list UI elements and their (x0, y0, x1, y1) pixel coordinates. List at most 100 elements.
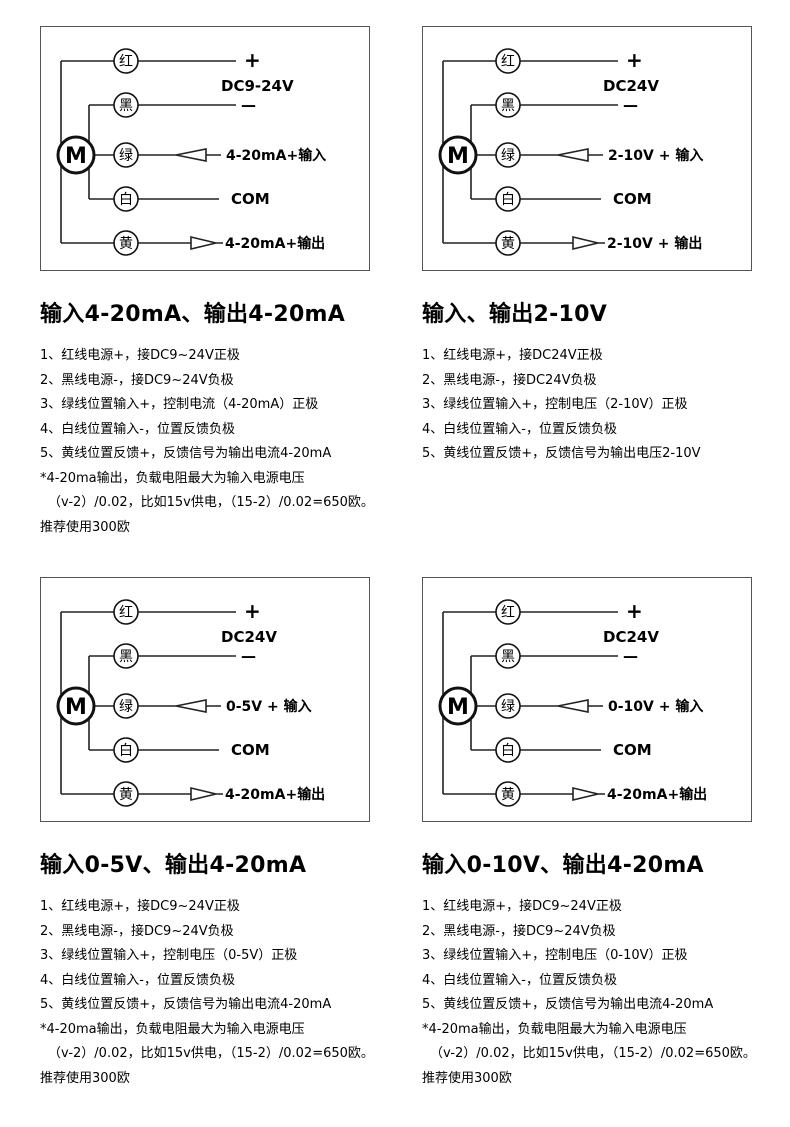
note-line: 4、白线位置输入-，位置反馈负极 (40, 421, 235, 437)
wire-white-label: 白 (501, 192, 515, 208)
wire-green-terminal (495, 693, 521, 719)
note-line: 5、黄线位置反馈+，反馈信号为输出电压2-10V (422, 446, 701, 461)
note-line: *4-20ma输出，负载电阻最大为输入电源电压 (40, 1021, 305, 1037)
wire-black-terminal (495, 92, 521, 118)
output-label: 4-20mA+输出 (225, 235, 325, 252)
motor-circle (438, 686, 478, 726)
plus-sign: + (244, 48, 261, 72)
wire-red-terminal (495, 599, 521, 625)
wiring-diagram-frame: M 红黑绿白黄 + DC24V— 0-10V + 输入 COM 4-20mA+输出 (422, 577, 752, 822)
wire-yellow-terminal (495, 781, 521, 807)
note-line: 4、白线位置输入-，位置反馈负极 (40, 972, 235, 988)
output-label: 4-20mA+输出 (225, 786, 325, 803)
wire-red-label: 红 (501, 605, 515, 621)
input-label: 2-10V + 输入 (608, 147, 703, 164)
note-line: 4、白线位置输入-，位置反馈负极 (422, 972, 617, 988)
minus-sign: — (623, 96, 638, 114)
motor-circle (56, 135, 96, 175)
wire-red-terminal (113, 48, 139, 74)
note-line: 2、黑线电源-，接DC9~24V负极 (40, 923, 234, 939)
supply-label: DC24V (603, 77, 659, 95)
note-line: （v-2）/0.02，比如15v供电，（15-2）/0.02=650欧。 (48, 495, 374, 510)
wiring-title: 输入、输出2-10V (422, 302, 608, 327)
wire-green-label: 绿 (119, 699, 133, 715)
wire-white-terminal (113, 186, 139, 212)
wire-white-label: 白 (501, 743, 515, 759)
wire-green-label: 绿 (119, 148, 133, 164)
wire-green-label: 绿 (501, 699, 515, 715)
output-label: 4-20mA+输出 (607, 786, 707, 803)
wire-white-terminal (495, 186, 521, 212)
wiring-title: 输入0-5V、输出4-20mA (40, 853, 307, 878)
wire-white-label: 白 (119, 192, 133, 208)
note-line: 1、红线电源+，接DC9~24V正极 (40, 348, 240, 363)
input-label: 0-5V + 输入 (226, 698, 312, 715)
wire-yellow-terminal (113, 781, 139, 807)
wire-black-terminal (113, 92, 139, 118)
wiring-notes: 1、红线电源+，接DC9~24V正极 2、黑线电源-，接DC9~24V负极 3、绿线… (40, 895, 374, 1091)
wire-red-terminal (113, 599, 139, 625)
wire-black-label: 黑 (119, 98, 133, 114)
input-arrow-icon (557, 699, 603, 713)
input-arrow-icon (175, 699, 221, 713)
note-line: 5、黄线位置反馈+，反馈信号为输出电流4-20mA (40, 997, 332, 1012)
wire-black-terminal (495, 643, 521, 669)
wire-white-label: 白 (119, 743, 133, 759)
wire-black-label: 黑 (501, 98, 515, 114)
output-arrow-icon (176, 235, 223, 251)
wiring-title: 输入0-10V、输出4-20mA (422, 853, 704, 878)
wire-yellow-label: 黄 (501, 786, 515, 803)
wire-white-terminal (113, 737, 139, 763)
note-line: 4、白线位置输入-，位置反馈负极 (422, 421, 617, 437)
input-arrow-icon (175, 148, 221, 162)
wire-yellow-label: 黄 (501, 235, 515, 252)
wire-red-terminal (495, 48, 521, 74)
note-line: 2、黑线电源-，接DC9~24V负极 (40, 372, 234, 388)
note-line: 3、绿线位置输入+，控制电压（2-10V）正极 (422, 397, 688, 412)
minus-sign: — (623, 647, 638, 665)
note-line: 2、黑线电源-，接DC24V负极 (422, 372, 597, 388)
wire-red-label: 红 (119, 54, 133, 70)
note-line: 1、红线电源+，接DC9~24V正极 (40, 899, 240, 914)
note-line: 3、绿线位置输入+，控制电压（0-10V）正极 (422, 948, 688, 963)
wire-yellow-terminal (113, 230, 139, 256)
com-label: COM (231, 190, 270, 208)
minus-sign: — (241, 647, 256, 665)
input-label: 0-10V + 输入 (608, 698, 703, 715)
supply-label: DC24V (603, 628, 659, 646)
note-line: （v-2）/0.02，比如15v供电，（15-2）/0.02=650欧。 (48, 1046, 374, 1061)
wiring-title: 输入4-20mA、输出4-20mA (40, 302, 346, 327)
com-label: COM (231, 741, 270, 759)
wire-green-terminal (495, 142, 521, 168)
output-arrow-icon (558, 786, 605, 802)
output-label: 2-10V + 输出 (607, 235, 702, 252)
note-line: *4-20ma输出，负载电阻最大为输入电源电压 (422, 1021, 687, 1037)
note-line: 5、黄线位置反馈+，反馈信号为输出电流4-20mA (40, 446, 332, 461)
motor-label: M (447, 695, 469, 720)
wire-black-label: 黑 (501, 649, 515, 665)
wire-red-label: 红 (119, 605, 133, 621)
minus-sign: — (241, 96, 256, 114)
note-line: *4-20ma输出，负载电阻最大为输入电源电压 (40, 470, 305, 486)
plus-sign: + (626, 599, 643, 623)
wire-green-label: 绿 (501, 148, 515, 164)
wire-green-terminal (113, 142, 139, 168)
motor-circle (56, 686, 96, 726)
supply-label: DC24V (221, 628, 277, 646)
wire-white-terminal (495, 737, 521, 763)
com-label: COM (613, 190, 652, 208)
wire-black-label: 黑 (119, 649, 133, 665)
plus-sign: + (244, 599, 261, 623)
com-label: COM (613, 741, 652, 759)
note-line: 3、绿线位置输入+，控制电压（0-5V）正极 (40, 948, 298, 963)
wire-yellow-terminal (495, 230, 521, 256)
motor-label: M (65, 695, 87, 720)
wire-black-terminal (113, 643, 139, 669)
